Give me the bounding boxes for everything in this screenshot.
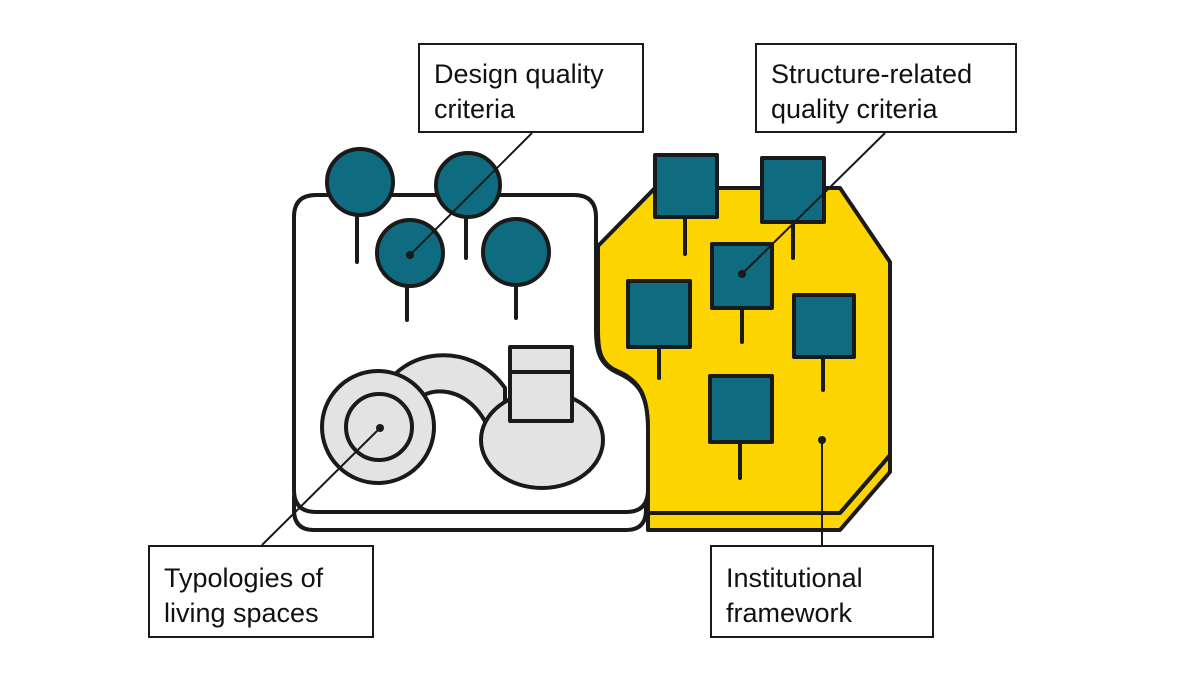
sign-icon: [792, 293, 856, 392]
leader-dot: [376, 424, 384, 432]
sign-icon: [708, 374, 774, 480]
callout-line: quality criteria: [771, 94, 938, 124]
tower-building: [508, 345, 574, 423]
callout-line: Structure-related: [771, 59, 973, 89]
leader-dot: [738, 270, 746, 278]
leader-dot: [406, 251, 414, 259]
institutional-callout: Institutional framework: [710, 545, 934, 638]
callout-line: Institutional: [726, 563, 863, 593]
sign-icon: [653, 153, 719, 256]
sign-icon: [760, 156, 826, 260]
callout-line: living spaces: [164, 598, 319, 628]
leader-lines: [261, 132, 886, 546]
leader-typologies: [261, 427, 381, 546]
typologies-callout: Typologies of living spaces: [148, 545, 374, 638]
callout-line: criteria: [434, 94, 516, 124]
callout-line: Design quality: [434, 59, 604, 89]
leader-structure: [741, 132, 886, 275]
tree-icon: [481, 217, 551, 320]
leader-dot: [818, 436, 826, 444]
tree-icon: [325, 147, 395, 264]
tree-icon: [434, 151, 502, 260]
callout-line: Typologies of: [164, 563, 324, 593]
structure-quality-callout: Structure-related quality criteria: [755, 43, 1017, 133]
callout-line: framework: [726, 598, 853, 628]
design-quality-callout: Design quality criteria: [418, 43, 644, 133]
sign-icon: [626, 279, 692, 380]
leader-dots: [376, 251, 826, 444]
leader-design: [409, 132, 533, 256]
